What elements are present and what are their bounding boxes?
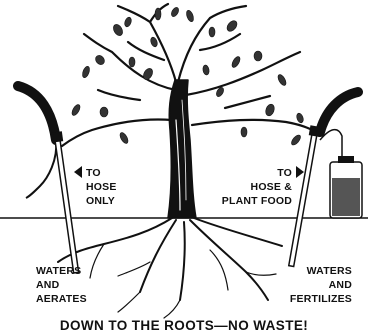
right-effect-line1: WATERS <box>307 265 352 277</box>
left-label-line3: ONLY <box>86 195 115 207</box>
left-arrow-icon <box>74 166 82 178</box>
right-arrow-icon <box>296 166 304 178</box>
right-label-line3: PLANT FOOD <box>222 195 292 207</box>
caption: DOWN TO THE ROOTS—NO WASTE! <box>60 318 308 333</box>
left-feeder-rod <box>55 140 79 273</box>
left-label-line2: HOSE <box>86 181 117 193</box>
right-hose <box>320 92 358 132</box>
right-effect-label: WATERS AND FERTILIZES <box>290 265 352 305</box>
left-effect-line3: AERATES <box>36 293 87 305</box>
left-hose-feeder <box>18 86 79 273</box>
right-label-line2: HOSE & <box>251 181 293 193</box>
left-hose-label: TO HOSE ONLY <box>74 166 117 207</box>
right-effect-line3: FERTILIZES <box>290 293 352 305</box>
left-hose <box>18 86 56 140</box>
left-effect-label: WATERS AND AERATES <box>36 265 87 305</box>
right-effect-line2: AND <box>329 279 353 291</box>
left-effect-line1: WATERS <box>36 265 81 277</box>
left-label-line1: TO <box>86 167 101 179</box>
left-effect-line2: AND <box>36 279 60 291</box>
right-hose-label: TO HOSE & PLANT FOOD <box>222 166 304 207</box>
tree-roots <box>58 218 282 318</box>
right-label-line1: TO <box>277 167 292 179</box>
right-feeder-rod <box>289 134 317 267</box>
